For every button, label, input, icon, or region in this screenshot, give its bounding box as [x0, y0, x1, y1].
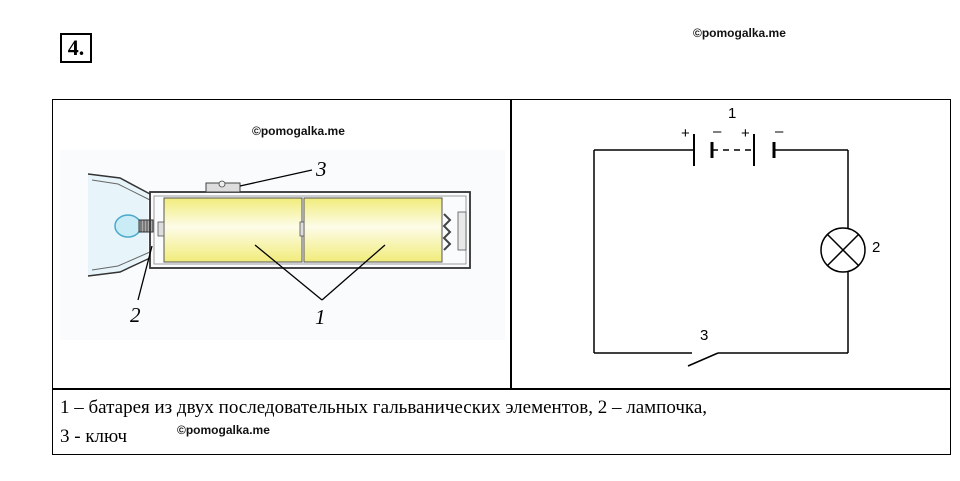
- reflector-lower: [87, 257, 151, 277]
- caption-line-1: 1 – батарея из двух последовательных гал…: [60, 397, 708, 418]
- panel-divider-vertical: [510, 99, 512, 388]
- sign-minus-2: –: [775, 123, 784, 140]
- sign-plus-2: +: [741, 125, 750, 142]
- bulb-thread: [140, 220, 151, 232]
- task-number: 4.: [60, 33, 92, 63]
- figure-caption: 1 – батарея из двух последовательных гал…: [60, 393, 940, 451]
- label-bulb: 2: [130, 303, 141, 327]
- lamp-cross-2: [826, 233, 860, 267]
- circuit-label-key: 3: [700, 327, 708, 344]
- watermark-bottom: ©pomogalka.me: [177, 423, 270, 437]
- flashlight-body: [149, 191, 471, 269]
- spring: [442, 213, 452, 251]
- cell-contact: [299, 221, 305, 237]
- leader-bulb: [137, 245, 153, 301]
- label-switch: 3: [315, 157, 327, 181]
- cell-1: [163, 197, 303, 263]
- bulb: [114, 214, 142, 238]
- circuit-diagram: [593, 134, 866, 367]
- circuit-label-lamp: 2: [872, 239, 880, 256]
- label-battery: 1: [315, 305, 326, 329]
- switch-knob: [218, 180, 226, 188]
- lamp: [820, 227, 866, 273]
- leader-cell-2: [321, 244, 386, 301]
- caption-line-2: 3 - ключ: [60, 426, 128, 447]
- circuit-labels: + – + – 1 2 3: [681, 105, 880, 344]
- front-contact: [157, 221, 165, 237]
- flashlight-illustration: 3 2 1: [60, 150, 505, 340]
- reflector-inner-upper: [91, 179, 151, 201]
- reflector-inner-lower: [91, 251, 151, 271]
- end-cap: [457, 211, 467, 251]
- reflector-upper: [87, 173, 151, 195]
- panel-divider-horizontal: [52, 388, 951, 390]
- sign-minus-1: –: [713, 123, 722, 140]
- circuit-label-battery: 1: [728, 105, 736, 122]
- sign-plus-1: +: [681, 125, 690, 142]
- figure-frame: [52, 99, 951, 455]
- leader-cell-1: [254, 244, 323, 301]
- leader-switch: [239, 169, 313, 187]
- watermark-top: ©pomogalka.me: [693, 26, 786, 40]
- watermark-left-panel: ©pomogalka.me: [252, 124, 345, 138]
- key-blade: [687, 352, 719, 367]
- cell-2: [303, 197, 443, 263]
